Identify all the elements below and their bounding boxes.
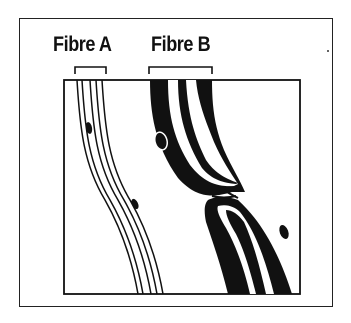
speck-mark bbox=[327, 50, 329, 52]
fibre-b bbox=[150, 80, 292, 294]
fibre-a-bracket bbox=[75, 67, 106, 74]
fibre-b-bracket bbox=[149, 67, 212, 74]
fibre-a bbox=[77, 80, 163, 294]
fibre-a-nuclei bbox=[85, 122, 140, 211]
